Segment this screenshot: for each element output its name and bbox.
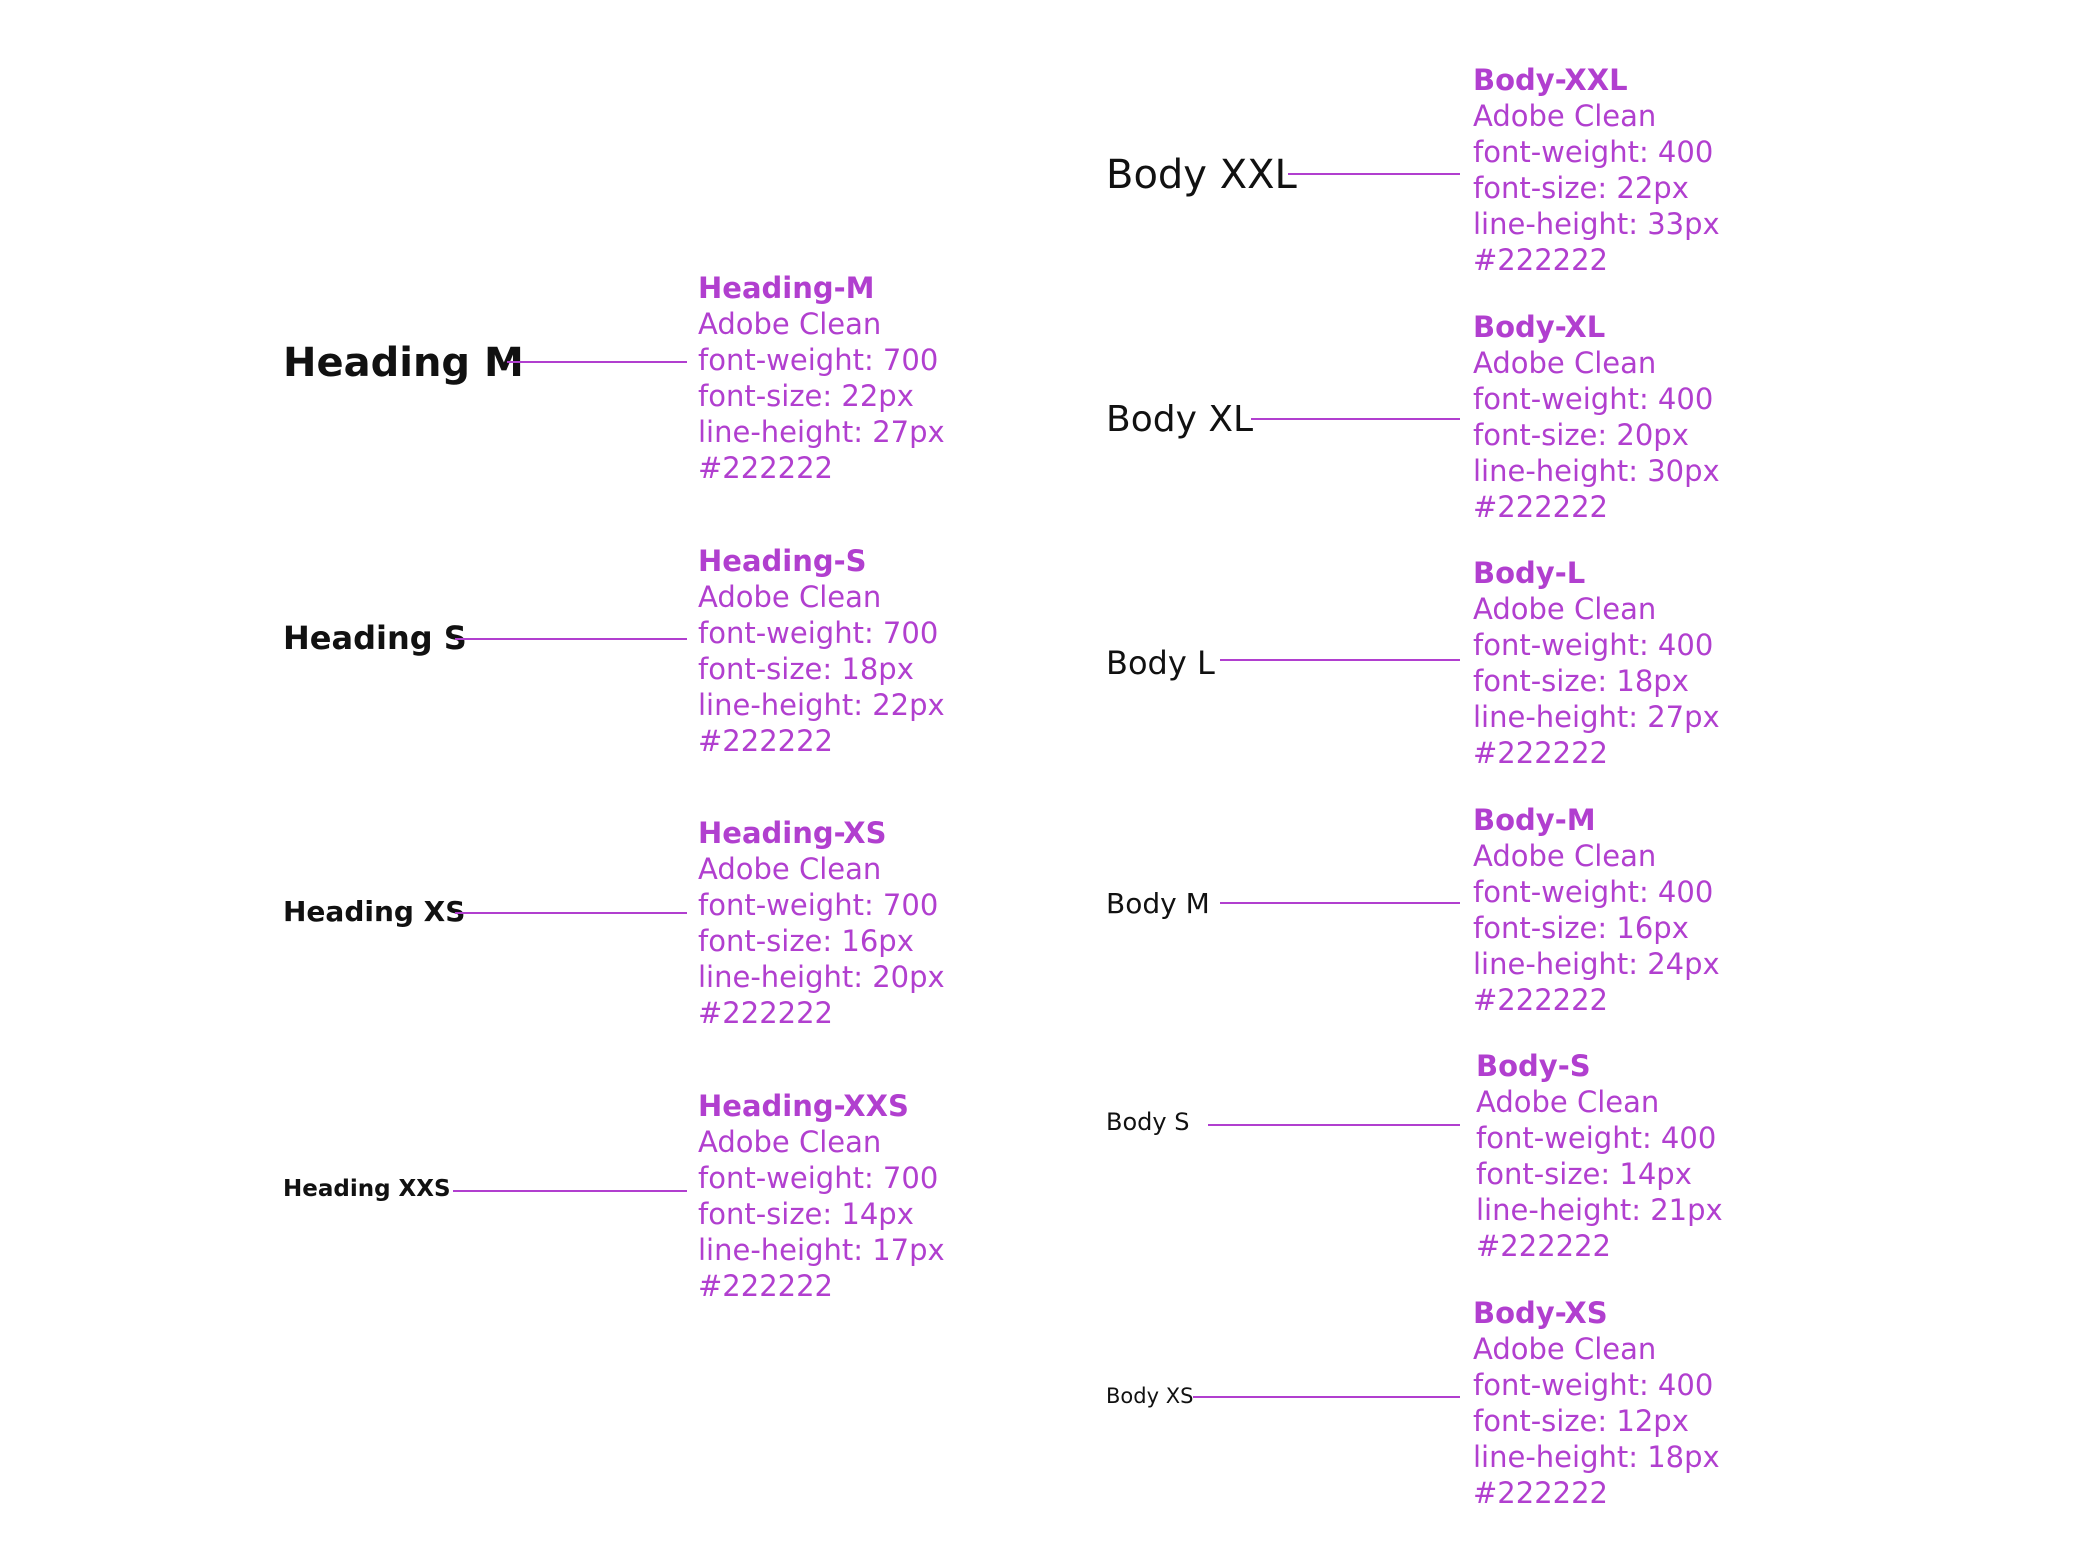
spec-color: #222222 bbox=[1473, 1476, 1609, 1510]
spec-color: #222222 bbox=[698, 996, 834, 1030]
heading-s-spec: Heading-S Adobe Clean font-weight: 700 f… bbox=[698, 543, 945, 759]
spec-size: font-size: 14px bbox=[1476, 1157, 1692, 1191]
spec-name: Body-S bbox=[1476, 1049, 1591, 1083]
spec-size: font-size: 22px bbox=[1473, 171, 1689, 205]
spec-weight: font-weight: 400 bbox=[1473, 135, 1714, 169]
spec-size: font-size: 16px bbox=[698, 924, 914, 958]
body-s-spec: Body-S Adobe Clean font-weight: 400 font… bbox=[1476, 1048, 1723, 1264]
heading-xs-spec: Heading-XS Adobe Clean font-weight: 700 … bbox=[698, 815, 945, 1031]
spec-size: font-size: 16px bbox=[1473, 911, 1689, 945]
body-s-sample: Body S bbox=[1106, 1108, 1190, 1136]
spec-color: #222222 bbox=[1473, 243, 1609, 277]
spec-weight: font-weight: 700 bbox=[698, 616, 939, 650]
heading-m-sample: Heading M bbox=[283, 340, 524, 386]
body-xl-sample: Body XL bbox=[1106, 399, 1254, 440]
spec-font: Adobe Clean bbox=[1473, 346, 1657, 380]
spec-weight: font-weight: 400 bbox=[1473, 628, 1714, 662]
spec-name: Body-XS bbox=[1473, 1296, 1608, 1330]
heading-m-leader-line bbox=[507, 361, 687, 363]
spec-color: #222222 bbox=[1476, 1229, 1612, 1263]
spec-weight: font-weight: 400 bbox=[1473, 1368, 1714, 1402]
spec-color: #222222 bbox=[698, 451, 834, 485]
spec-color: #222222 bbox=[698, 724, 834, 758]
spec-size: font-size: 20px bbox=[1473, 418, 1689, 452]
spec-size: font-size: 14px bbox=[698, 1197, 914, 1231]
body-xs-spec: Body-XS Adobe Clean font-weight: 400 fon… bbox=[1473, 1295, 1720, 1511]
spec-weight: font-weight: 400 bbox=[1473, 382, 1714, 416]
spec-name: Body-L bbox=[1473, 556, 1586, 590]
spec-font: Adobe Clean bbox=[1476, 1085, 1660, 1119]
spec-font: Adobe Clean bbox=[1473, 839, 1657, 873]
spec-line-height: line-height: 18px bbox=[1473, 1440, 1720, 1474]
spec-line-height: line-height: 30px bbox=[1473, 454, 1720, 488]
spec-color: #222222 bbox=[1473, 983, 1609, 1017]
body-xl-spec: Body-XL Adobe Clean font-weight: 400 fon… bbox=[1473, 309, 1720, 525]
spec-color: #222222 bbox=[698, 1269, 834, 1303]
spec-size: font-size: 18px bbox=[698, 652, 914, 686]
body-m-sample: Body M bbox=[1106, 887, 1210, 920]
heading-xxs-leader-line bbox=[453, 1190, 687, 1192]
spec-line-height: line-height: 17px bbox=[698, 1233, 945, 1267]
spec-color: #222222 bbox=[1473, 736, 1609, 770]
spec-weight: font-weight: 700 bbox=[698, 343, 939, 377]
spec-font: Adobe Clean bbox=[1473, 99, 1657, 133]
spec-color: #222222 bbox=[1473, 490, 1609, 524]
heading-xs-leader-line bbox=[455, 912, 687, 914]
spec-font: Adobe Clean bbox=[698, 852, 882, 886]
spec-name: Heading-M bbox=[698, 271, 875, 305]
heading-xxs-sample: Heading XXS bbox=[283, 1176, 451, 1202]
spec-weight: font-weight: 400 bbox=[1473, 875, 1714, 909]
spec-line-height: line-height: 22px bbox=[698, 688, 945, 722]
spec-line-height: line-height: 27px bbox=[698, 415, 945, 449]
spec-font: Adobe Clean bbox=[698, 1125, 882, 1159]
spec-line-height: line-height: 20px bbox=[698, 960, 945, 994]
spec-size: font-size: 18px bbox=[1473, 664, 1689, 698]
spec-font: Adobe Clean bbox=[1473, 1332, 1657, 1366]
spec-weight: font-weight: 400 bbox=[1476, 1121, 1717, 1155]
body-xs-sample: Body XS bbox=[1106, 1384, 1194, 1408]
spec-size: font-size: 22px bbox=[698, 379, 914, 413]
spec-line-height: line-height: 24px bbox=[1473, 947, 1720, 981]
spec-name: Heading-XXS bbox=[698, 1089, 909, 1123]
body-xl-leader-line bbox=[1251, 418, 1460, 420]
spec-size: font-size: 12px bbox=[1473, 1404, 1689, 1438]
spec-name: Body-M bbox=[1473, 803, 1596, 837]
body-m-spec: Body-M Adobe Clean font-weight: 400 font… bbox=[1473, 802, 1720, 1018]
spec-font: Adobe Clean bbox=[1473, 592, 1657, 626]
body-xs-leader-line bbox=[1193, 1396, 1460, 1398]
spec-name: Heading-XS bbox=[698, 816, 887, 850]
heading-s-leader-line bbox=[455, 638, 687, 640]
heading-xxs-spec: Heading-XXS Adobe Clean font-weight: 700… bbox=[698, 1088, 945, 1304]
spec-weight: font-weight: 700 bbox=[698, 1161, 939, 1195]
heading-s-sample: Heading S bbox=[283, 619, 467, 657]
spec-font: Adobe Clean bbox=[698, 307, 882, 341]
body-m-leader-line bbox=[1220, 902, 1460, 904]
heading-xs-sample: Heading XS bbox=[283, 895, 466, 928]
spec-line-height: line-height: 33px bbox=[1473, 207, 1720, 241]
body-xxl-leader-line bbox=[1288, 173, 1460, 175]
spec-line-height: line-height: 21px bbox=[1476, 1193, 1723, 1227]
body-l-sample: Body L bbox=[1106, 644, 1215, 682]
heading-m-spec: Heading-M Adobe Clean font-weight: 700 f… bbox=[698, 270, 945, 486]
body-l-leader-line bbox=[1220, 659, 1460, 661]
body-l-spec: Body-L Adobe Clean font-weight: 400 font… bbox=[1473, 555, 1720, 771]
spec-font: Adobe Clean bbox=[698, 580, 882, 614]
spec-line-height: line-height: 27px bbox=[1473, 700, 1720, 734]
spec-weight: font-weight: 700 bbox=[698, 888, 939, 922]
body-xxl-sample: Body XXL bbox=[1106, 152, 1297, 198]
spec-name: Body-XL bbox=[1473, 310, 1606, 344]
spec-name: Body-XXL bbox=[1473, 63, 1628, 97]
body-xxl-spec: Body-XXL Adobe Clean font-weight: 400 fo… bbox=[1473, 62, 1720, 278]
spec-name: Heading-S bbox=[698, 544, 867, 578]
body-s-leader-line bbox=[1208, 1124, 1460, 1126]
